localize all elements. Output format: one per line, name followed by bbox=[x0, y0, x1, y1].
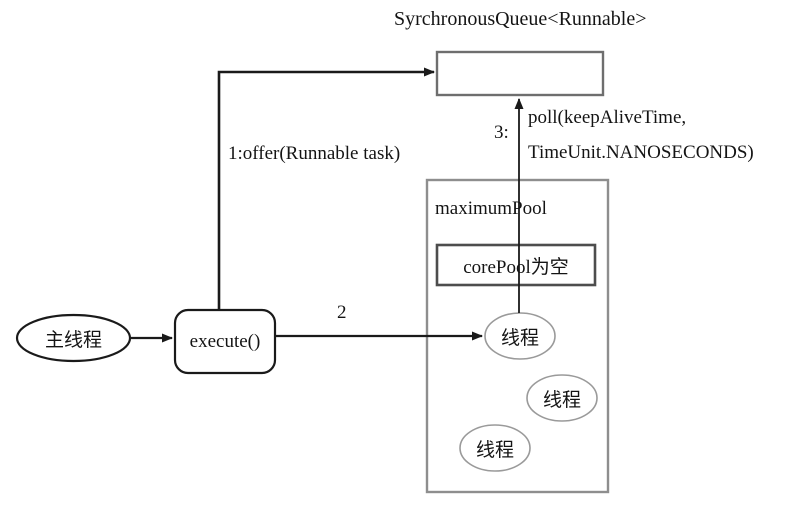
poll-edge-label-line1: poll(keepAliveTime, bbox=[528, 107, 687, 128]
core-pool-box bbox=[435, 243, 597, 287]
thread-ellipse-2 bbox=[526, 374, 598, 422]
arrow-offer-to-queue bbox=[217, 67, 435, 310]
thread-ellipse-3 bbox=[459, 424, 531, 472]
maximum-pool-label: maximumPool bbox=[435, 198, 547, 219]
poll-edge-label-line2: TimeUnit.NANOSECONDS) bbox=[528, 142, 754, 163]
poll-step-number-label: 3: bbox=[494, 122, 509, 143]
queue-title-label: SyrchronousQueue<Runnable> bbox=[394, 8, 647, 30]
synchronous-queue-box bbox=[435, 50, 605, 97]
step-two-label: 2 bbox=[337, 302, 347, 323]
offer-edge-label: 1:offer(Runnable task) bbox=[228, 143, 401, 164]
thread-ellipse-1 bbox=[484, 312, 556, 360]
execute-box bbox=[173, 308, 277, 375]
main-thread-ellipse bbox=[15, 313, 132, 363]
